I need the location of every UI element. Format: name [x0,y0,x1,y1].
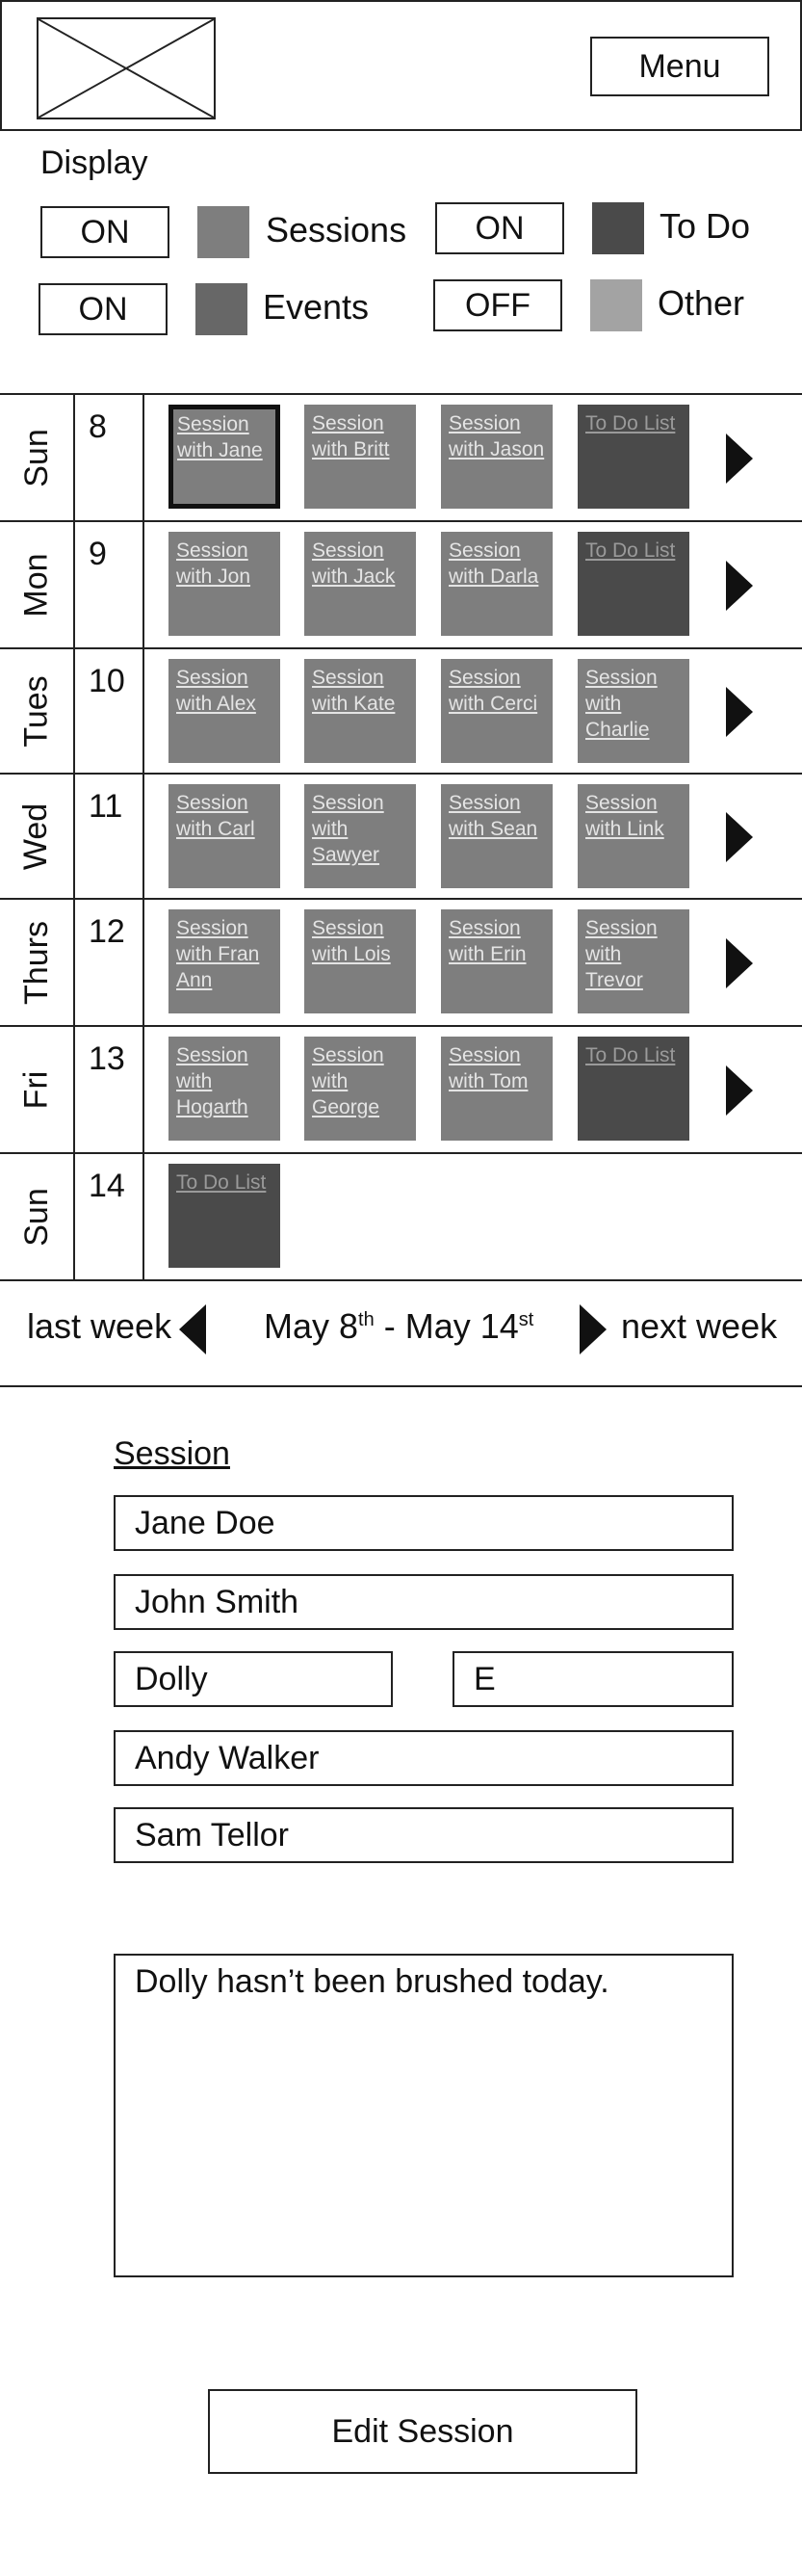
todo-label: To Do [660,206,751,246]
day-name: Sun [0,395,75,520]
todo-list-block[interactable]: To Do List [168,1164,280,1268]
day-name: Fri [0,1027,75,1152]
day-name-label: Fri [17,1070,55,1109]
session-block[interactable]: Session with George [304,1037,416,1141]
events-label: Events [263,287,370,327]
session-block[interactable]: Session with Alex [168,659,280,763]
day-name: Mon [0,522,75,647]
day-number-label: 9 [89,536,107,572]
day-name-label: Mon [17,552,55,618]
todo-list-block[interactable]: To Do List [578,532,689,636]
session-block[interactable]: Session with Trevor [578,909,689,1013]
arrow-right-icon[interactable] [580,1304,607,1354]
session-block[interactable]: Session with Jon [168,532,280,636]
session-notes[interactable] [114,1954,734,2277]
code-field[interactable] [453,1651,734,1707]
day-number-label: 10 [89,663,125,699]
day-name: Tues [0,649,75,773]
sessions-label: Sessions [266,210,407,250]
todo-swatch [592,202,644,254]
day-name: Thurs [0,900,75,1025]
day-number-label: 14 [89,1168,125,1204]
todo-list-block[interactable]: To Do List [578,405,689,509]
day-name-label: Sun [17,428,55,487]
day-name-label: Tues [17,674,55,748]
week-range: May 8th - May 14st [264,1306,534,1346]
day-number: 11 [75,775,144,898]
more-arrow-icon[interactable] [726,1065,753,1116]
events-toggle[interactable]: ON [39,283,168,335]
session-block[interactable]: Session with Erin [441,909,553,1013]
display-title: Display [40,145,148,181]
session-block[interactable]: Session with Charlie [578,659,689,763]
day-number-label: 11 [89,788,123,825]
day-name-label: Sun [17,1187,55,1247]
session-block[interactable]: Session with Fran Ann [168,909,280,1013]
next-week-link[interactable]: next week [621,1306,778,1346]
session-block[interactable]: Session with Link [578,784,689,888]
groomer-field[interactable] [114,1807,734,1863]
day-number: 10 [75,649,144,773]
trainer-field[interactable] [114,1730,734,1786]
events-swatch [195,283,247,335]
other-swatch [590,279,642,331]
calendar-row: Sun 14 To Do List [0,1154,802,1281]
day-number: 13 [75,1027,144,1152]
session-block[interactable]: Session with Britt [304,405,416,509]
day-name: Wed [0,775,75,898]
more-arrow-icon[interactable] [726,434,753,484]
last-week-link[interactable]: last week [27,1306,172,1346]
more-arrow-icon[interactable] [726,938,753,988]
image-placeholder-icon [37,17,216,119]
day-number: 8 [75,395,144,520]
session-block[interactable]: Session with Hogarth [168,1037,280,1141]
todo-list-block[interactable]: To Do List [578,1037,689,1141]
day-number: 12 [75,900,144,1025]
edit-session-button[interactable]: Edit Session [208,2389,637,2474]
day-number: 14 [75,1154,144,1279]
session-block[interactable]: Session with Carl [168,784,280,888]
day-number: 9 [75,522,144,647]
session-title: Session [114,1435,230,1472]
day-name-label: Thurs [17,920,55,1005]
todo-toggle[interactable]: ON [435,202,564,254]
session-block[interactable]: Session with Jason [441,405,553,509]
session-block[interactable]: Session with Jane [168,405,280,509]
session-block[interactable]: Session with Cerci [441,659,553,763]
pet-field[interactable] [114,1651,393,1707]
day-number-label: 12 [89,913,125,950]
staff-field[interactable] [114,1574,734,1630]
day-name-label: Wed [17,802,55,870]
client-field[interactable] [114,1495,734,1551]
session-block[interactable]: Session with Darla [441,532,553,636]
session-block[interactable]: Session with Sawyer [304,784,416,888]
sessions-toggle[interactable]: ON [40,206,169,258]
more-arrow-icon[interactable] [726,687,753,737]
more-arrow-icon[interactable] [726,812,753,862]
session-block[interactable]: Session with Kate [304,659,416,763]
arrow-left-icon[interactable] [179,1304,206,1354]
day-number-label: 13 [89,1040,125,1077]
session-block[interactable]: Session with Sean [441,784,553,888]
week-navigation: last week May 8th - May 14st next week [0,1274,802,1387]
app-header: Menu [0,0,802,131]
menu-button[interactable]: Menu [590,37,769,96]
day-number-label: 8 [89,408,107,445]
sessions-swatch [197,206,249,258]
more-arrow-icon[interactable] [726,561,753,611]
other-label: Other [658,283,745,323]
other-toggle[interactable]: OFF [433,279,562,331]
session-block[interactable]: Session with Jack [304,532,416,636]
session-block[interactable]: Session with Lois [304,909,416,1013]
day-name: Sun [0,1154,75,1279]
session-block[interactable]: Session with Tom [441,1037,553,1141]
